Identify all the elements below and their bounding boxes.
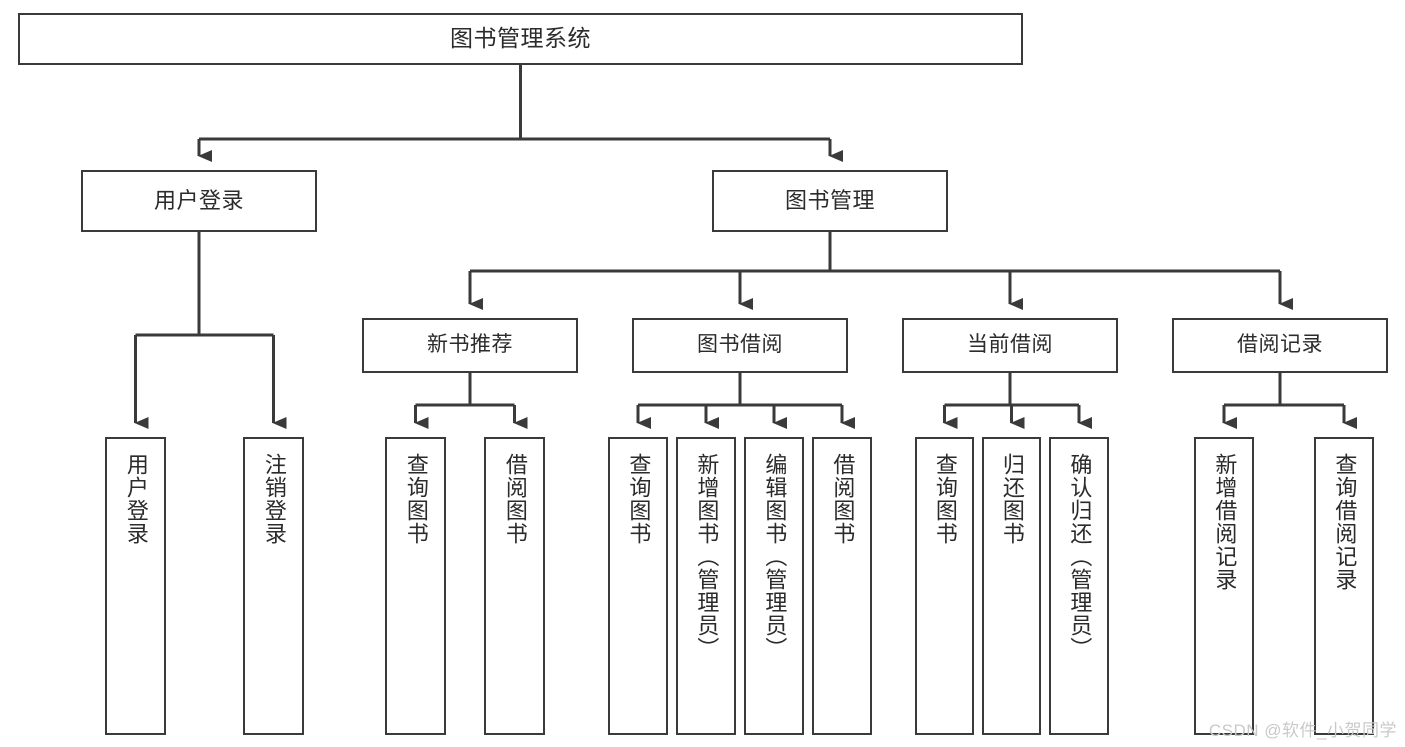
node-new-book-recommend[interactable]: 新书推荐 [362,318,578,373]
node-user-login[interactable]: 用户登录 [81,170,317,232]
node-leaf-return-book[interactable]: 归还图书 [982,437,1041,735]
node-leaf-user-login-label: 用户登录 [123,453,149,545]
node-leaf-confirm-return-admin-label: 确认归还（管理员） [1067,453,1093,660]
node-leaf-confirm-return-admin[interactable]: 确认归还（管理员） [1049,437,1109,735]
node-book-borrow[interactable]: 图书借阅 [632,318,848,373]
node-leaf-query-borrow-record[interactable]: 查询借阅记录 [1314,437,1374,735]
node-leaf-return-book-label: 归还图书 [999,453,1025,545]
node-leaf-add-book-admin[interactable]: 新增图书（管理员） [676,437,736,735]
node-leaf-user-login[interactable]: 用户登录 [105,437,166,735]
node-borrow-record[interactable]: 借阅记录 [1172,318,1388,373]
node-leaf-query-book-1[interactable]: 查询图书 [385,437,446,735]
node-leaf-edit-book-admin-label: 编辑图书（管理员） [762,453,788,660]
node-leaf-query-book-3[interactable]: 查询图书 [915,437,974,735]
node-leaf-borrow-book-1-label: 借阅图书 [502,453,528,545]
node-leaf-query-borrow-record-label: 查询借阅记录 [1332,453,1358,591]
node-user-login-label: 用户登录 [153,188,244,214]
node-leaf-borrow-book-2[interactable]: 借阅图书 [812,437,872,735]
node-leaf-user-logout-label: 注销登录 [261,453,287,545]
node-leaf-add-book-admin-label: 新增图书（管理员） [694,453,720,660]
node-root[interactable]: 图书管理系统 [18,13,1023,65]
csdn-watermark: CSDN @软件_小贺同学 [1208,721,1397,740]
node-book-manage-label: 图书管理 [784,188,875,214]
node-new-book-recommend-label: 新书推荐 [427,333,513,357]
node-borrow-record-label: 借阅记录 [1237,333,1323,357]
node-leaf-add-borrow-record[interactable]: 新增借阅记录 [1194,437,1254,735]
node-leaf-add-borrow-record-label: 新增借阅记录 [1212,453,1238,591]
node-leaf-query-book-3-label: 查询图书 [932,453,958,545]
node-leaf-query-book-2[interactable]: 查询图书 [608,437,668,735]
node-leaf-borrow-book-2-label: 借阅图书 [830,453,856,545]
node-leaf-borrow-book-1[interactable]: 借阅图书 [484,437,545,735]
node-leaf-query-book-1-label: 查询图书 [403,453,429,545]
node-leaf-user-logout[interactable]: 注销登录 [243,437,304,735]
node-root-label: 图书管理系统 [450,25,591,52]
node-leaf-edit-book-admin[interactable]: 编辑图书（管理员） [744,437,804,735]
node-current-borrow[interactable]: 当前借阅 [902,318,1118,373]
node-book-borrow-label: 图书借阅 [697,333,783,357]
node-leaf-query-book-2-label: 查询图书 [626,453,652,545]
node-book-manage[interactable]: 图书管理 [712,170,948,232]
node-current-borrow-label: 当前借阅 [967,333,1053,357]
